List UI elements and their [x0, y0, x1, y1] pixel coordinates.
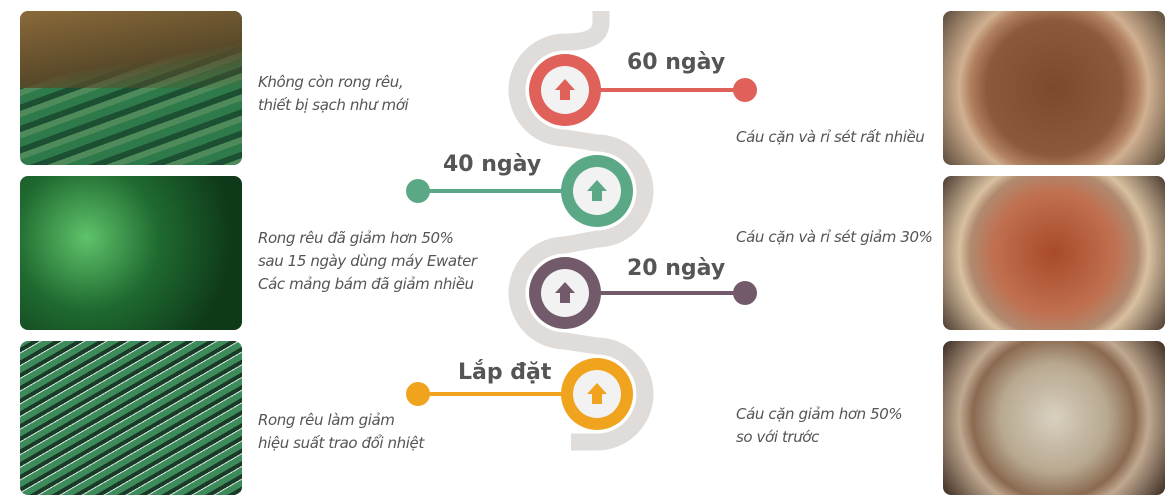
timeline-path [508, 11, 654, 451]
caption-right-3: Cáu cặn giảm hơn 50%so với trước [736, 405, 903, 446]
arrow-up-icon [587, 180, 607, 201]
photo-algae-initial [20, 341, 242, 495]
connector-dot-60 [733, 78, 757, 102]
photo-pipe-scale-30 [943, 176, 1165, 330]
caption-left-2: Rong rêu đã giảm hơn 50%sau 15 ngày dùng… [258, 229, 477, 293]
connector-dot-40 [406, 179, 430, 203]
photo-algae-reduced [20, 176, 242, 330]
connector-dot-install [406, 382, 430, 406]
caption-right-1: Cáu cặn và rỉ sét rất nhiều [736, 128, 925, 146]
arrow-up-icon [587, 383, 607, 404]
arrow-up-icon [555, 282, 575, 303]
photo-algae-clean [20, 11, 242, 165]
milestone-label-20: 20 ngày [627, 256, 726, 281]
arrow-up-icon [555, 79, 575, 100]
photo-pipe-heavy-scale [943, 11, 1165, 165]
photo-pipe-scale-50 [943, 341, 1165, 495]
caption-left-1: Không còn rong rêu,thiết bị sạch như mới [258, 73, 409, 114]
milestone-label-60: 60 ngày [627, 50, 726, 75]
milestone-label-install: Lắp đặt [458, 360, 552, 385]
connector-dot-20 [733, 281, 757, 305]
milestone-label-40: 40 ngày [443, 152, 542, 177]
caption-right-2: Cáu cặn và rỉ sét giảm 30% [736, 228, 933, 246]
